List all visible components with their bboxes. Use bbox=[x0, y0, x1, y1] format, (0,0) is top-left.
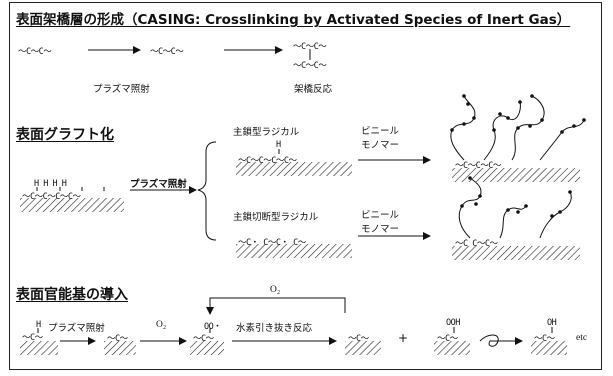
graft-grafted-chain-1: ～C～C～C～ bbox=[455, 161, 501, 171]
graft-start-chain: ～C～C～C～C～ bbox=[22, 192, 81, 202]
func-loop-arrow bbox=[479, 334, 523, 347]
substrates bbox=[20, 162, 580, 355]
grafted-polymer-2 bbox=[458, 177, 572, 239]
func-oh-label: OH bbox=[547, 318, 557, 328]
substrate-func-3 bbox=[190, 341, 224, 355]
substrate-func-4 bbox=[345, 341, 381, 355]
func-chain-3: ～C～ bbox=[193, 334, 214, 344]
func-plus: + bbox=[398, 331, 409, 345]
func-chain-6: ～C～ bbox=[534, 334, 555, 344]
graft-vinyl-label-1: ビニール モノマー bbox=[361, 126, 400, 151]
substrate-func-5 bbox=[434, 341, 470, 355]
func-oo-label: OO・ bbox=[204, 322, 222, 332]
substrate-grafted-2 bbox=[452, 246, 580, 260]
func-ooh-label: OOH bbox=[446, 318, 460, 328]
graft-h-atoms: H H H H bbox=[34, 179, 67, 189]
func-o2-label: O₂ bbox=[156, 320, 167, 330]
func-h-atom: H bbox=[36, 320, 41, 330]
func-chain-5: ～C～ bbox=[437, 334, 458, 344]
graft-brace bbox=[197, 141, 217, 241]
casing-chain-right-top: ～C～C～ bbox=[293, 42, 327, 52]
substrate-scission bbox=[236, 244, 352, 258]
graft-scission-label: 主鎖切断型ラジカル bbox=[233, 212, 319, 223]
graft-title: 表面グラフト化 bbox=[16, 127, 114, 143]
substrate-func-2 bbox=[104, 341, 136, 355]
casing-crosslink-label: 架橋反応 bbox=[294, 84, 333, 95]
substrate-func-1 bbox=[20, 341, 58, 355]
substrate-func-6 bbox=[531, 341, 567, 355]
func-chain-1: ～C～ bbox=[22, 333, 43, 343]
substrate-graft-start bbox=[20, 198, 124, 212]
func-title: 表面官能基の導入 bbox=[16, 287, 128, 303]
polymer-beads-2 bbox=[460, 176, 572, 218]
polymer-beads-1 bbox=[450, 94, 586, 134]
func-etc: etc bbox=[576, 333, 588, 343]
casing-chain-right-bottom: ～C～C～ bbox=[293, 61, 327, 71]
func-abstraction-label: 水素引き抜き反応 bbox=[236, 323, 313, 334]
casing-plasma-label: プラズマ照射 bbox=[93, 84, 150, 95]
graft-scission-chain: ～C・ C～C・ C～ bbox=[238, 238, 306, 248]
func-o2-loop bbox=[209, 297, 346, 313]
substrate-grafted-1 bbox=[452, 168, 580, 182]
diagram-frame bbox=[9, 2, 602, 370]
graft-main-radical-chain: ～C～C～C～C～ bbox=[238, 156, 297, 166]
func-chain-4: ～C～ bbox=[348, 334, 369, 344]
graft-main-radical-h: H bbox=[276, 140, 281, 150]
graft-grafted-chain-2: ～C C～C～ bbox=[455, 239, 498, 249]
graft-main-radical-label: 主鎖型ラジカル bbox=[233, 127, 300, 138]
substrate-main-radical bbox=[236, 162, 352, 176]
func-chain-2: ～C～ bbox=[107, 334, 128, 344]
graft-plasma-label: プラズマ照射 bbox=[130, 179, 187, 190]
casing-chain-mid: ～C～C～ bbox=[150, 47, 184, 57]
func-plasma-label: プラズマ照射 bbox=[48, 323, 105, 334]
func-o2-loop-label: O₂ bbox=[270, 285, 281, 295]
casing-title: 表面架橋層の形成（CASING: Crosslinking by Activat… bbox=[16, 12, 571, 28]
casing-chain-left: ～C～C～ bbox=[18, 47, 52, 57]
graft-vinyl-label-2: ビニール モノマー bbox=[361, 210, 400, 235]
